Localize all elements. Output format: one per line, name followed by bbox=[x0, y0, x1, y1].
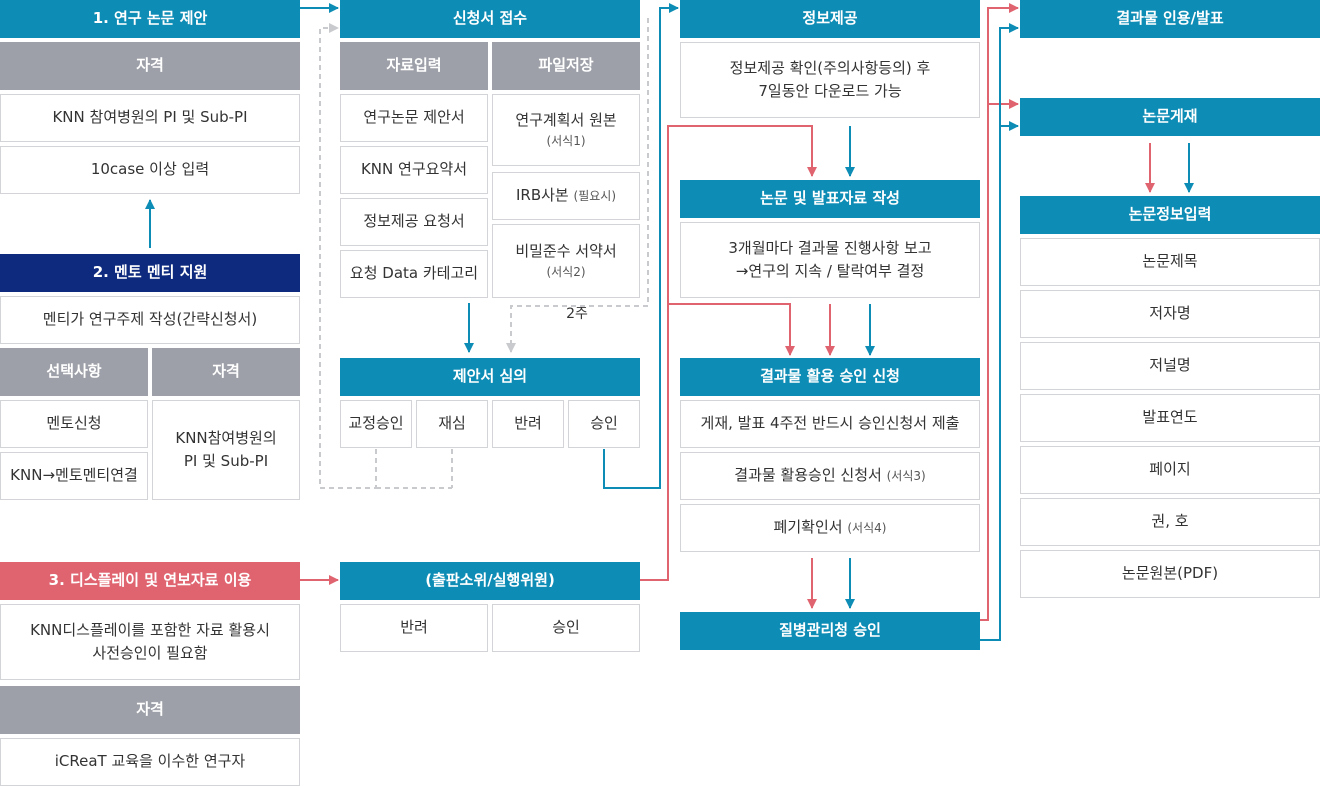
step1-qual-label: 자격 bbox=[0, 42, 300, 90]
step2-title: 2. 멘토 멘티 지원 bbox=[0, 254, 300, 292]
arrow-revision-loop bbox=[319, 23, 377, 489]
step3-title: 3. 디스플레이 및 연보자료 이용 bbox=[0, 562, 300, 600]
info-field: 논문원본(PDF) bbox=[1020, 550, 1320, 598]
input-item: 정보제공 요청서 bbox=[340, 198, 488, 246]
apply-item-form4: 폐기확인서 (서식4) bbox=[680, 504, 980, 552]
step3-qual-text: iCReaT 교육을 이수한 연구자 bbox=[0, 738, 300, 786]
info-field: 페이지 bbox=[1020, 446, 1320, 494]
step2-option-2: KNN→멘토멘티연결 bbox=[0, 452, 148, 500]
info-field: 논문제목 bbox=[1020, 238, 1320, 286]
apply-item-form3: 결과물 활용승인 신청서 (서식3) bbox=[680, 452, 980, 500]
step2-qual-text: KNN참여병원의 PI 및 Sub-PI bbox=[152, 400, 300, 500]
file-item-main: 연구계획서 원본 bbox=[515, 111, 617, 130]
receipt-title: 신청서 접수 bbox=[340, 0, 640, 38]
step2-desc: 멘티가 연구주제 작성(간략신청서) bbox=[0, 296, 300, 344]
apply-item: 게재, 발표 4주전 반드시 승인신청서 제출 bbox=[680, 400, 980, 448]
arrow-committee-to-apply bbox=[668, 303, 795, 356]
file-item-sub: (서식2) bbox=[546, 265, 586, 280]
step3-qual-label: 자격 bbox=[0, 686, 300, 734]
step1-title: 1. 연구 논문 제안 bbox=[0, 0, 300, 38]
apply-item-sub: (서식4) bbox=[847, 520, 887, 535]
arrow-committee-to-write bbox=[640, 125, 817, 581]
info-field: 저널명 bbox=[1020, 342, 1320, 390]
file-item-sub: (서식1) bbox=[546, 134, 586, 149]
info-field: 발표연도 bbox=[1020, 394, 1320, 442]
info-field: 권, 호 bbox=[1020, 498, 1320, 546]
file-item-plan: 연구계획서 원본 (서식1) bbox=[492, 94, 640, 166]
cite-title: 결과물 인용/발표 bbox=[1020, 0, 1320, 38]
review-title: 제안서 심의 bbox=[340, 358, 640, 396]
step1-qual-2: 10case 이상 입력 bbox=[0, 146, 300, 194]
committee-option: 승인 bbox=[492, 604, 640, 652]
pub-title: 논문게재 bbox=[1020, 98, 1320, 136]
review-option: 승인 bbox=[568, 400, 640, 448]
apply-item-main: 결과물 활용승인 신청서 bbox=[734, 466, 882, 485]
arrow-two-weeks bbox=[506, 18, 649, 353]
input-item: 요청 Data 카테고리 bbox=[340, 250, 488, 298]
apply-item-sub: (서식3) bbox=[886, 468, 926, 483]
write-title: 논문 및 발표자료 작성 bbox=[680, 180, 980, 218]
arrow-kdca-to-pub bbox=[980, 23, 1019, 641]
file-item-main: 비밀준수 서약서 bbox=[515, 242, 617, 261]
file-item-sub: (필요시) bbox=[573, 188, 616, 203]
apply-title: 결과물 활용 승인 신청 bbox=[680, 358, 980, 396]
step3-desc: KNN디스플레이를 포함한 자료 활용시 사전승인이 필요함 bbox=[0, 604, 300, 680]
step2-option-label: 선택사항 bbox=[0, 348, 148, 396]
input-item: 연구논문 제안서 bbox=[340, 94, 488, 142]
two-weeks-label: 2주 bbox=[566, 306, 588, 323]
committee-option: 반려 bbox=[340, 604, 488, 652]
apply-item-main: 폐기확인서 bbox=[773, 518, 843, 537]
info-title: 정보제공 bbox=[680, 0, 980, 38]
file-item-irb: IRB사본 (필요시) bbox=[492, 172, 640, 220]
kdca-title: 질병관리청 승인 bbox=[680, 612, 980, 650]
input-label: 자료입력 bbox=[340, 42, 488, 90]
input-item: KNN 연구요약서 bbox=[340, 146, 488, 194]
info-text: 정보제공 확인(주의사항등의) 후 7일동안 다운로드 가능 bbox=[680, 42, 980, 118]
info-input-title: 논문정보입력 bbox=[1020, 196, 1320, 234]
file-item-nda: 비밀준수 서약서 (서식2) bbox=[492, 224, 640, 298]
write-text: 3개월마다 결과물 진행사항 보고 →연구의 지속 / 탈락여부 결정 bbox=[680, 222, 980, 298]
arrow-approve-to-info bbox=[603, 3, 679, 489]
review-option: 반려 bbox=[492, 400, 564, 448]
arrow-kdca-to-cite bbox=[980, 3, 1019, 621]
info-field: 저자명 bbox=[1020, 290, 1320, 338]
step2-option-1: 멘토신청 bbox=[0, 400, 148, 448]
step2-qual-label: 자격 bbox=[152, 348, 300, 396]
review-option: 교정승인 bbox=[340, 400, 412, 448]
step1-qual-1: KNN 참여병원의 PI 및 Sub-PI bbox=[0, 94, 300, 142]
save-label: 파일저장 bbox=[492, 42, 640, 90]
file-item-main: IRB사본 bbox=[515, 186, 569, 205]
review-option: 재심 bbox=[416, 400, 488, 448]
committee-title: (출판소위/실행위원) bbox=[340, 562, 640, 600]
